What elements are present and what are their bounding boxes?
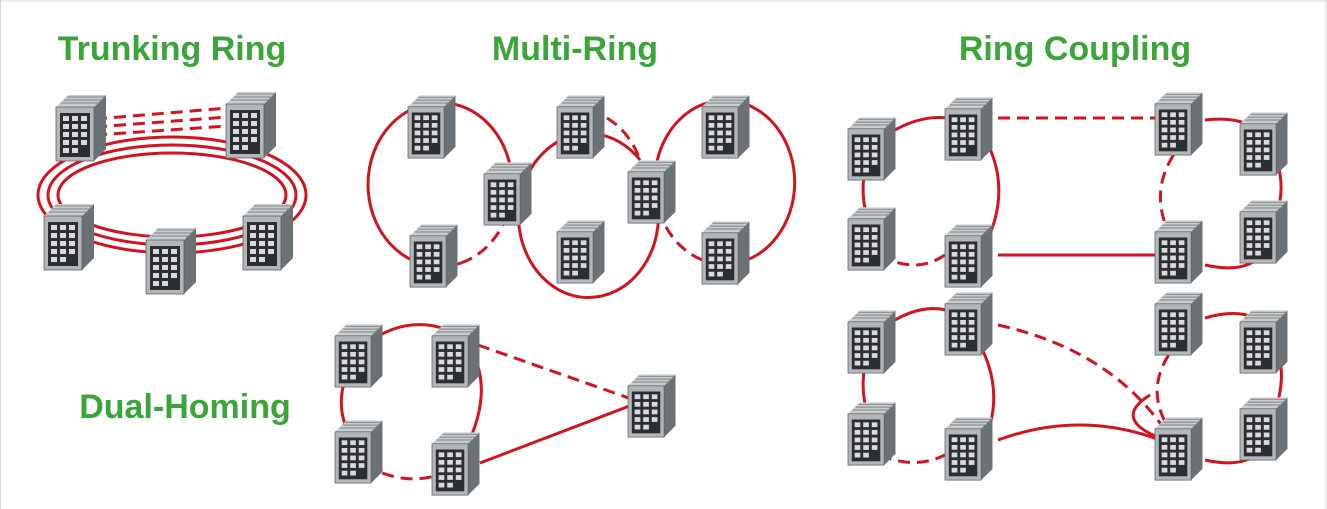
switch-icon [556, 94, 605, 159]
ring3-solid-arc [653, 98, 797, 257]
trunk-dashed-link-3 [94, 124, 229, 137]
switch-icon [847, 116, 896, 181]
switch-icon [847, 401, 896, 466]
ring2-dashed-arc [606, 116, 642, 161]
trunking-ring-diagram [36, 91, 308, 295]
switch-icon [43, 203, 95, 271]
switch-icon [944, 291, 993, 356]
dh-solid-uplink [479, 400, 641, 465]
dual-homing-diagram [334, 323, 676, 496]
trunk-dashed-link-2 [94, 115, 229, 129]
switch-icon [944, 96, 993, 161]
trunking-ring-title: Trunking Ring [58, 30, 287, 68]
switch-icon [944, 416, 993, 481]
dh-dashed-uplink [477, 343, 641, 404]
switch-icon [627, 159, 676, 224]
switch-icon [1239, 309, 1288, 374]
rc2-solid-coupling [997, 423, 1161, 442]
switch-icon [334, 323, 383, 388]
switch-icon [1154, 91, 1203, 156]
switch-icon [225, 91, 277, 159]
switch-icon [627, 373, 676, 438]
switch-icon [847, 309, 896, 374]
ring-coupling-title: Ring Coupling [959, 30, 1191, 68]
switch-icon [1154, 416, 1203, 481]
switch-icon [1154, 219, 1203, 284]
multi-ring-diagram [366, 94, 797, 299]
switch-icon [701, 220, 750, 285]
rc2-dashed-coupling [997, 323, 1167, 431]
dual-homing-title: Dual-Homing [79, 388, 291, 426]
switch-icon [1239, 199, 1288, 264]
multi-ring-title: Multi-Ring [492, 30, 658, 68]
switch-icon [847, 206, 896, 271]
switch-icon [701, 94, 750, 159]
switch-icon [431, 431, 480, 496]
ring-coupling-top-diagram [847, 91, 1288, 288]
ring1-solid-arc [366, 101, 514, 269]
switch-icon [1154, 291, 1203, 356]
switch-icon [145, 227, 197, 295]
switch-icon [1239, 111, 1288, 176]
switch-icon [483, 161, 532, 226]
switch-icon [944, 223, 993, 288]
switch-icon [55, 94, 107, 162]
switch-icon [556, 219, 605, 284]
trunk-dashed-link-1 [94, 106, 229, 121]
ring-coupling-bottom-diagram [847, 291, 1288, 481]
switch-icon [409, 223, 458, 288]
switch-icon [242, 203, 294, 271]
switch-icon [1239, 396, 1288, 461]
switch-icon [407, 94, 456, 159]
switch-icon [334, 419, 383, 484]
switch-icon [431, 323, 480, 388]
